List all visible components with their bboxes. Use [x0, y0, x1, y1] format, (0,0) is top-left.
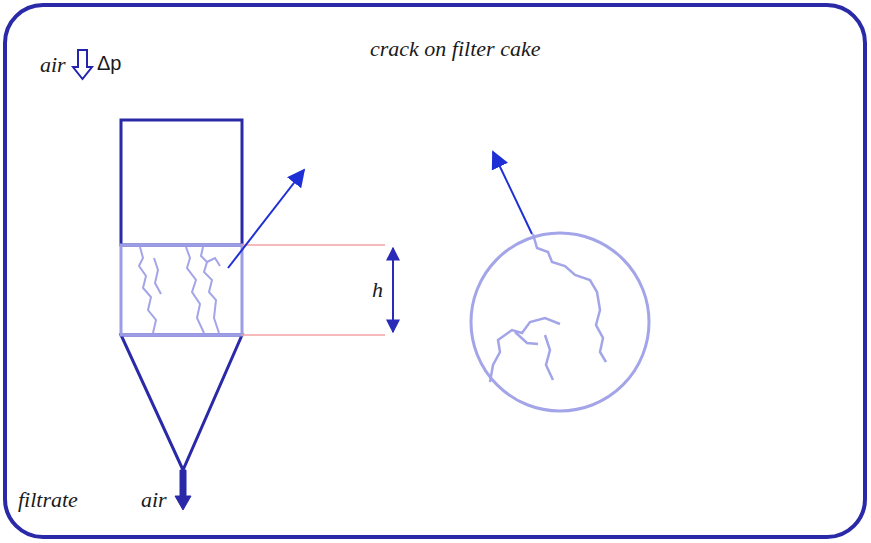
dimension-line [242, 334, 385, 336]
zoom-circle [471, 233, 649, 411]
filter-cake [121, 245, 242, 335]
leader-arrow [228, 170, 304, 268]
frame [5, 5, 865, 537]
zoom-cracks [490, 234, 606, 382]
dimension-arrow [392, 248, 394, 332]
flow-label: filtrate [18, 487, 78, 512]
filter-housing [121, 120, 242, 245]
filter-cone [121, 335, 242, 470]
pressure-label: Δp [97, 52, 121, 75]
dimension-label: h [372, 277, 383, 302]
callout-text: crack on filter cake [370, 36, 540, 61]
inlet-arrow [73, 50, 92, 79]
dimension-line [242, 244, 385, 246]
outlet-arrow [175, 470, 191, 510]
cake-cracks [139, 247, 220, 333]
flow-label: air [141, 487, 167, 512]
leader-arrow [493, 152, 532, 234]
flow-label: air [40, 52, 66, 77]
